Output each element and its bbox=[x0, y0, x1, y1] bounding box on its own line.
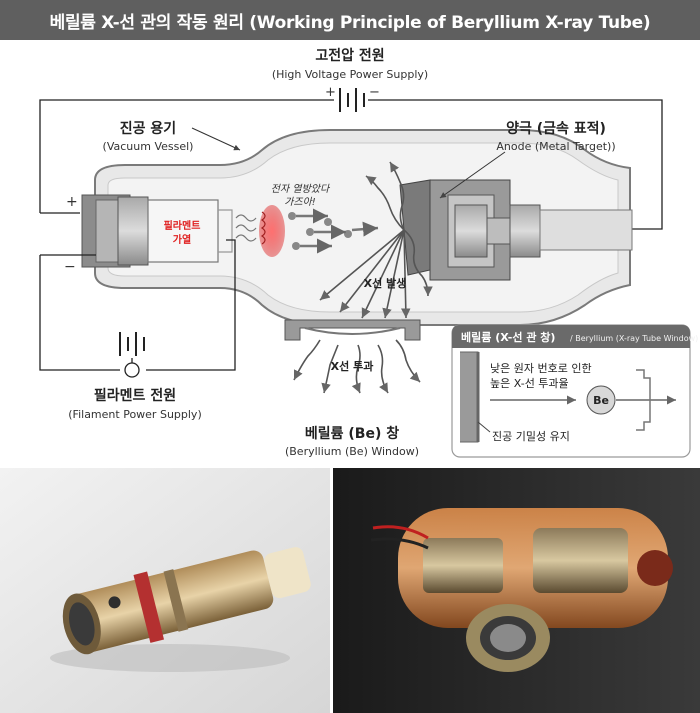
be-atom-icon bbox=[586, 385, 616, 415]
be-window-label-ko: 베릴륨 (Be) 창 bbox=[305, 425, 399, 442]
hv-label-ko: 고전압 전원 bbox=[315, 47, 384, 64]
cathode-assembly bbox=[81, 194, 233, 268]
photo-glass-tube bbox=[333, 468, 700, 713]
electron-note-1: 전자 열방았다 bbox=[271, 183, 331, 195]
filament-ps-label-en: (Filament Power Supply) bbox=[68, 408, 201, 421]
photo-metal-tube bbox=[0, 468, 330, 713]
be-symbol: Be bbox=[593, 394, 609, 407]
hv-plus-sign: + bbox=[325, 85, 336, 100]
filament-glow bbox=[259, 205, 285, 257]
inset-seal-text: 진공 기밀성 유지 bbox=[492, 430, 570, 443]
filament-label-2: 가열 bbox=[173, 233, 191, 246]
inset-text-1: 낮은 원자 번호로 인한 bbox=[490, 362, 592, 375]
filament-battery-icon bbox=[119, 332, 145, 356]
filament-switch-icon bbox=[124, 362, 140, 378]
filament-ps-label-ko: 필라멘트 전원 bbox=[94, 387, 176, 404]
xray-tube-diagram: + − 고전압 전원 (High Voltage Power Supply) 진… bbox=[39, 47, 698, 458]
anode-label-ko: 양극 (금속 표적) bbox=[506, 120, 606, 137]
anode-label-en: Anode (Metal Target)) bbox=[496, 140, 615, 153]
inset-text-2: 높은 X-선 투과율 bbox=[490, 377, 569, 390]
vessel-label-ko: 진공 용기 bbox=[120, 120, 176, 137]
cathode-plus-sign: + bbox=[66, 194, 78, 210]
hv-battery-icon bbox=[339, 88, 365, 112]
inset-header-en: / Beryllium (X-ray Tube Window) bbox=[570, 334, 698, 343]
hv-label-en: (High Voltage Power Supply) bbox=[272, 68, 428, 81]
hv-minus-sign: − bbox=[369, 85, 380, 100]
be-window-label-en: (Beryllium (Be) Window) bbox=[285, 445, 419, 458]
filament-label-1: 필라멘트 bbox=[164, 219, 201, 232]
filament-circuit bbox=[39, 239, 236, 371]
filament-coil bbox=[235, 214, 257, 242]
cathode-minus-sign: − bbox=[64, 259, 76, 275]
xray-generation-label: X선 발생 bbox=[364, 276, 407, 290]
anode-assembly bbox=[399, 179, 633, 281]
vessel-label-en: (Vacuum Vessel) bbox=[103, 140, 194, 153]
page-title: 베릴륨 X-선 관의 작동 원리 (Working Principle of B… bbox=[0, 0, 700, 40]
inset-header-ko: 베릴륨 (X-선 관 창) bbox=[461, 330, 555, 344]
xray-pass-label: X선 투과 bbox=[331, 359, 374, 373]
electron-note-2: 가즈아! bbox=[284, 196, 316, 208]
xray-rays bbox=[319, 161, 433, 319]
be-window-part bbox=[284, 319, 421, 341]
xray-emission-rays bbox=[293, 339, 421, 394]
hv-circuit bbox=[39, 99, 663, 230]
be-window-inset: 베릴륨 (X-선 관 창) / Beryllium (X-ray Tube Wi… bbox=[451, 324, 698, 458]
